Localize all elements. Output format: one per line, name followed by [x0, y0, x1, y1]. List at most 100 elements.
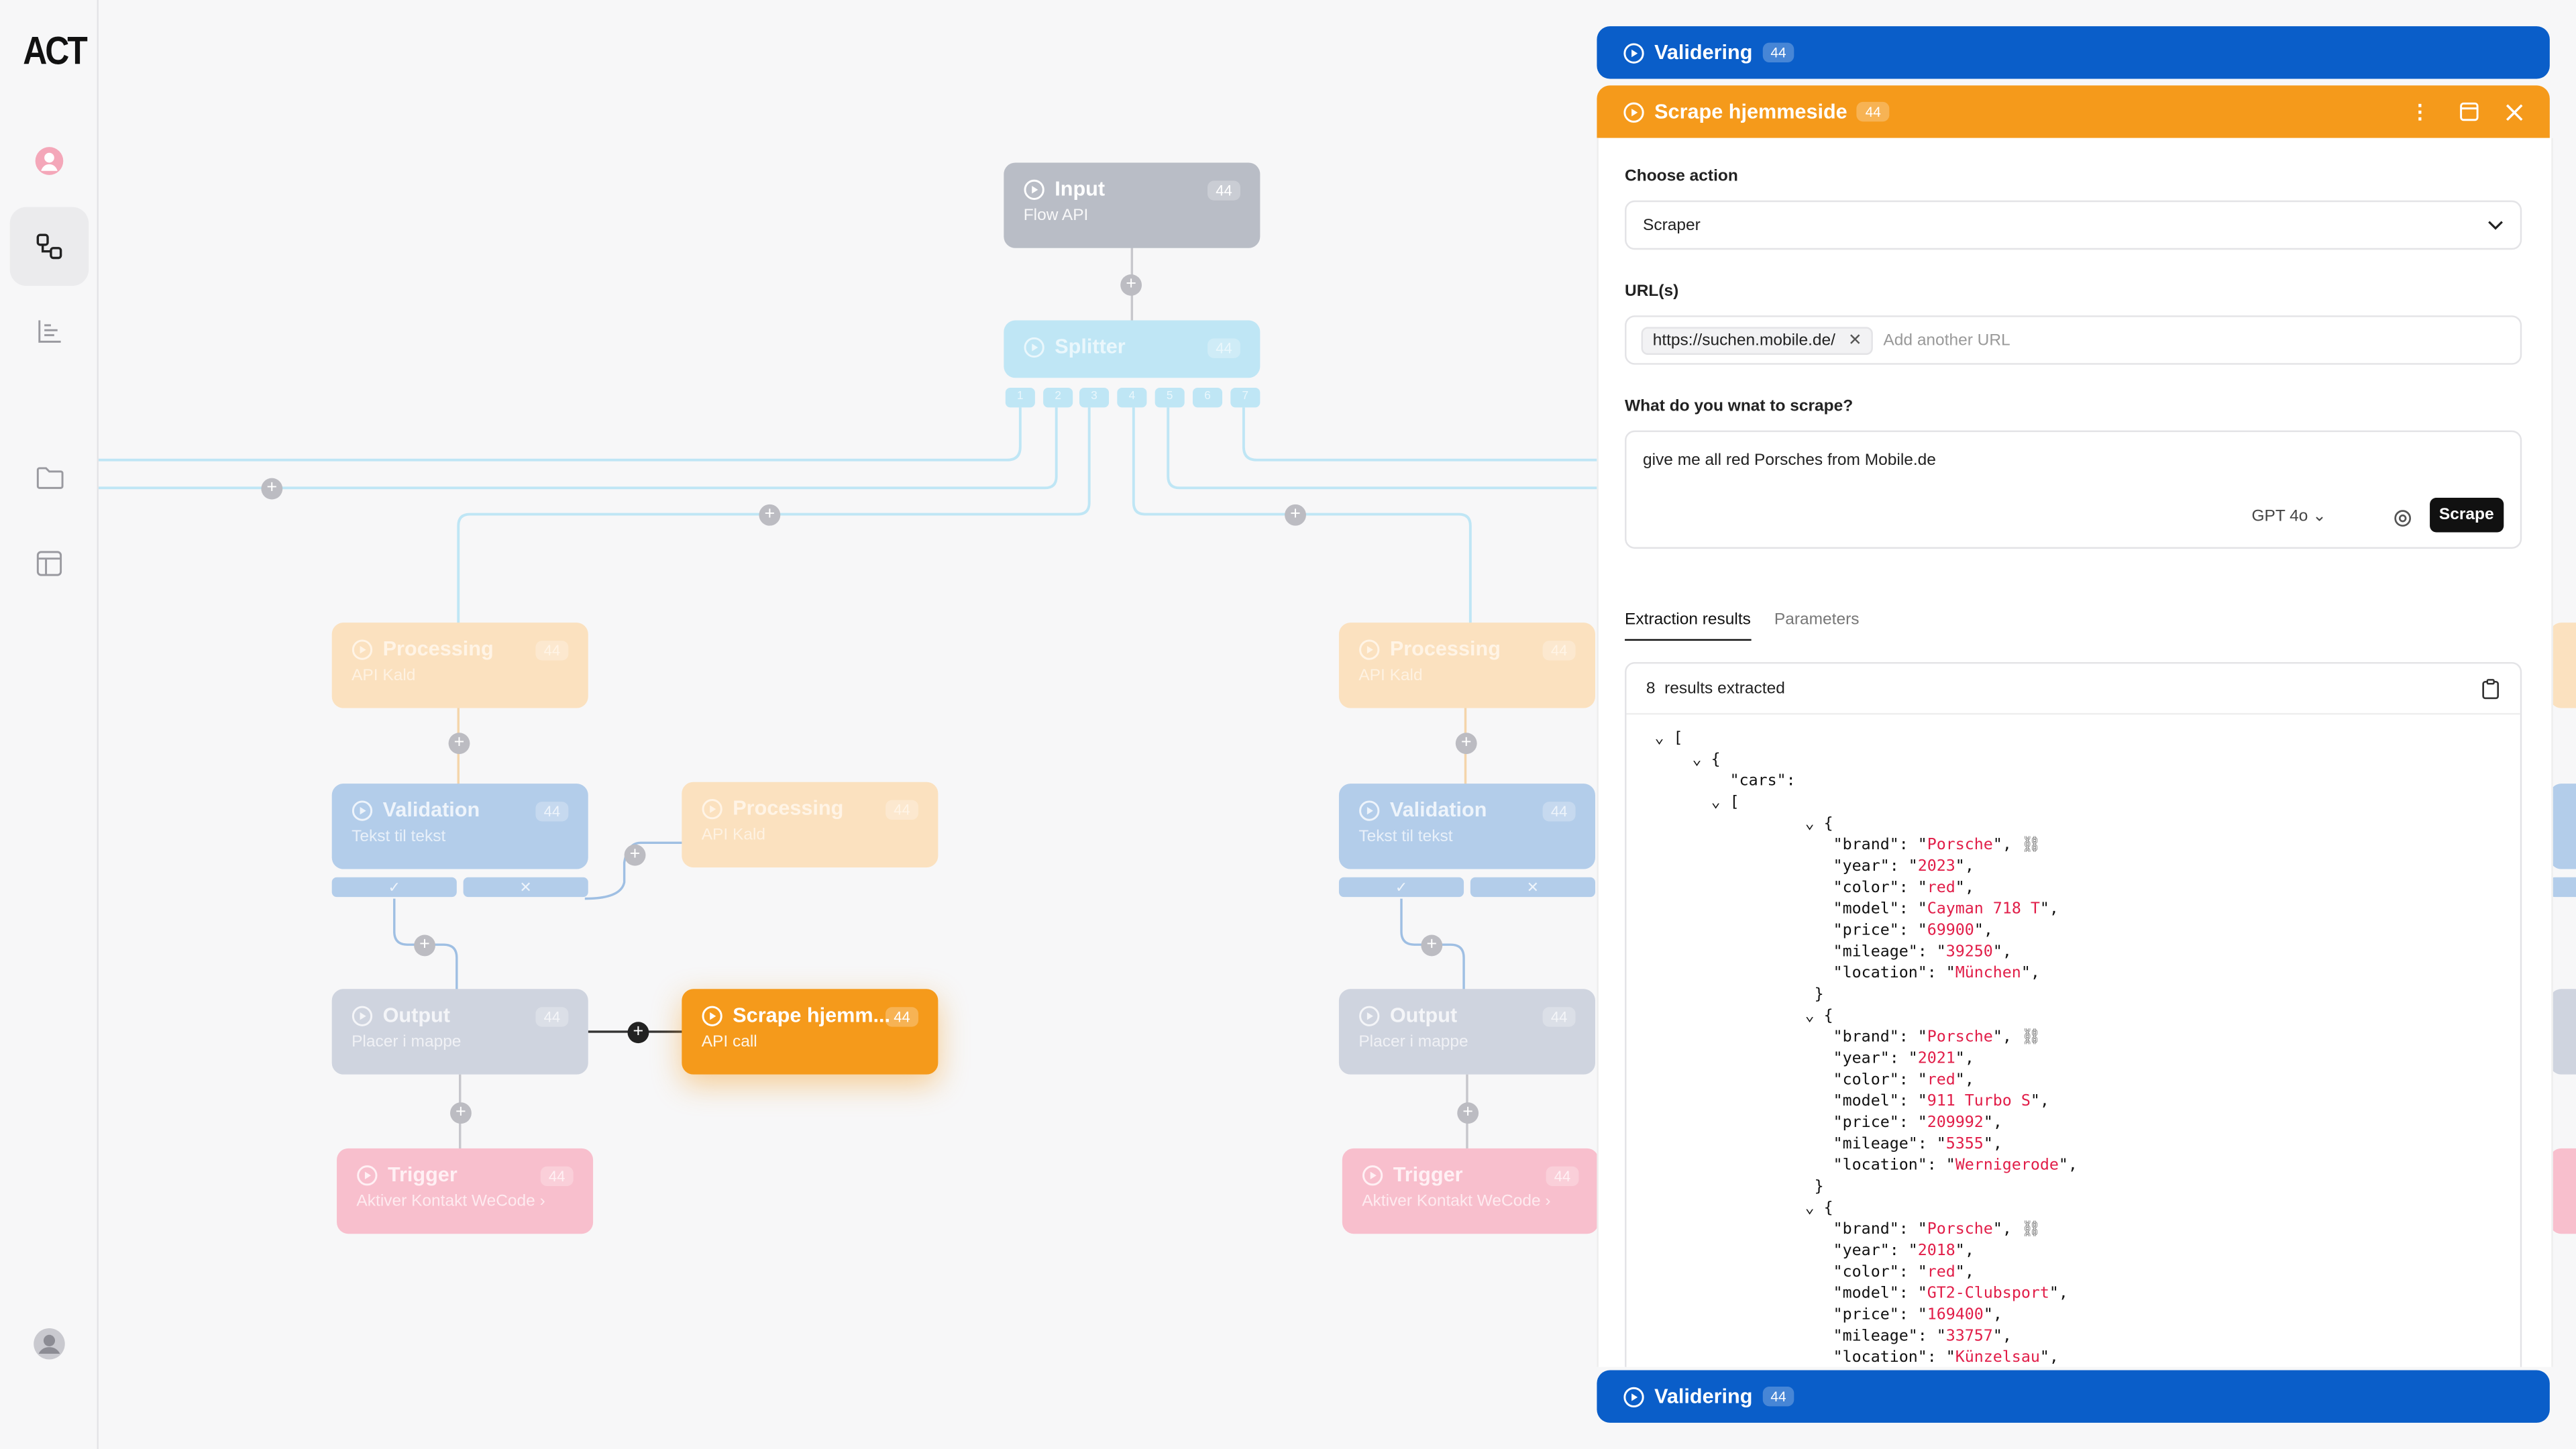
more-options-icon[interactable]: ⋮	[2410, 100, 2430, 123]
json-open-object[interactable]: ⌄ {	[1626, 751, 1721, 769]
prompt-textarea[interactable]: give me all red Porsches from Mobile.de …	[1625, 430, 2522, 549]
json-price: 209992	[1927, 1114, 1984, 1132]
splitter-port[interactable]: 5	[1155, 387, 1185, 408]
extraction-results: 8 results extracted ⌄ [ ⌄ { "cars": ⌄ [ …	[1625, 661, 2522, 1367]
validation-pass-output[interactable]: ✓	[331, 877, 457, 898]
node-offscreen[interactable]	[2549, 989, 2576, 1075]
url-input[interactable]: https://suchen.mobile.de/ ✕ Add another …	[1625, 315, 2522, 365]
close-icon[interactable]	[2506, 103, 2524, 121]
play-icon	[1024, 178, 1044, 199]
node-subtitle: Aktiver Kontakt WeCode ›	[356, 1192, 545, 1211]
app-logo[interactable]: ACT	[23, 30, 87, 74]
link-icon[interactable]: ⛓	[2021, 836, 2041, 855]
node-trigger-left[interactable]: Trigger Aktiver Kontakt WeCode › 44	[337, 1148, 594, 1234]
json-cars-array[interactable]: ⌄ [	[1626, 793, 1739, 812]
profile-avatar-icon[interactable]	[10, 1305, 89, 1384]
node-processing-left[interactable]: Processing API Kald 44	[331, 623, 588, 708]
validation-pass-output[interactable]: ✓	[1338, 877, 1464, 898]
tab-parameters[interactable]: Parameters	[1774, 611, 1860, 629]
add-node-button[interactable]: +	[414, 934, 435, 957]
link-icon[interactable]: ⛓	[2021, 1028, 2041, 1047]
flow-icon[interactable]	[9, 207, 89, 286]
json-color: red	[1927, 1071, 1955, 1089]
node-processing-right[interactable]: Processing API Kald 44	[1338, 623, 1595, 708]
node-output-left[interactable]: Output Placer i mappe 44	[331, 989, 588, 1075]
chart-icon[interactable]	[10, 292, 89, 372]
json-location: Künzelsau	[1955, 1348, 2040, 1367]
add-node-button[interactable]: +	[759, 504, 781, 526]
node-output-right[interactable]: Output Placer i mappe 44	[1338, 989, 1595, 1075]
validering-header-bottom[interactable]: Validering 44	[1597, 1370, 2550, 1423]
user-avatar-icon[interactable]	[10, 121, 89, 201]
play-icon	[1362, 1164, 1383, 1185]
node-validation-left[interactable]: Validation Tekst til tekst 44	[331, 784, 588, 869]
splitter-port[interactable]: 7	[1230, 387, 1260, 408]
remove-url-icon[interactable]: ✕	[1848, 331, 1862, 350]
splitter-port[interactable]: 1	[1005, 387, 1035, 408]
action-select[interactable]: Scraper	[1625, 200, 2522, 250]
node-offscreen[interactable]	[2549, 623, 2576, 708]
add-node-button[interactable]: +	[450, 1102, 472, 1124]
json-price: 169400	[1927, 1305, 1984, 1324]
node-badge: 44	[885, 800, 918, 820]
add-node-button[interactable]: +	[261, 478, 283, 500]
node-scrape-selected[interactable]: Scrape hjemm... API call 44	[682, 989, 938, 1075]
play-icon	[1024, 336, 1044, 357]
node-badge: 44	[1542, 641, 1576, 661]
model-selector[interactable]: GPT 4o ⌄	[2251, 507, 2326, 526]
splitter-port[interactable]: 2	[1043, 387, 1073, 408]
node-offscreen[interactable]	[2549, 877, 2576, 898]
url-chip[interactable]: https://suchen.mobile.de/ ✕	[1641, 326, 1874, 354]
node-title: Trigger	[1393, 1163, 1463, 1187]
add-node-button[interactable]: +	[1120, 274, 1142, 296]
folder-icon[interactable]	[10, 437, 89, 516]
node-input[interactable]: Input Flow API 44	[1004, 162, 1260, 248]
node-offscreen[interactable]	[2549, 784, 2576, 869]
scrape-header[interactable]: Scrape hjemmeside 44 ⋮	[1597, 85, 2550, 138]
json-mileage: 5355	[1945, 1135, 1984, 1154]
node-subtitle: API Kald	[1358, 667, 1423, 686]
json-location: Wernigerode	[1955, 1157, 2059, 1175]
node-badge: 44	[1207, 338, 1240, 358]
node-subtitle: Placer i mappe	[1358, 1033, 1468, 1052]
validation-fail-output[interactable]: ✕	[1470, 877, 1595, 898]
splitter-port[interactable]: 3	[1079, 387, 1110, 408]
json-color: red	[1927, 1263, 1955, 1282]
node-badge: 44	[535, 1007, 569, 1027]
add-node-button[interactable]: +	[1421, 934, 1443, 957]
json-key-row: "cars":	[1626, 772, 1796, 790]
json-brand: Porsche	[1927, 836, 1993, 855]
json-car-2: ⌄ { "brand": "Porsche", ⛓ "year": "2018"…	[1805, 1199, 2068, 1367]
flow-canvas[interactable]: Input Flow API 44 + Splitter 44 1 2 3 4 …	[98, 0, 2576, 1449]
splitter-port[interactable]: 6	[1192, 387, 1223, 408]
json-viewer: ⌄ [ ⌄ { "cars": ⌄ [ ⌄ { "brand": "Porsch…	[1627, 714, 2520, 1366]
add-node-button[interactable]: +	[448, 733, 470, 755]
node-subtitle: API call	[701, 1033, 757, 1052]
add-node-button[interactable]: +	[624, 844, 646, 866]
layout-icon[interactable]	[2459, 102, 2479, 121]
node-offscreen[interactable]	[2549, 1148, 2576, 1234]
link-icon[interactable]: ⛓	[2021, 1220, 2041, 1239]
add-node-button[interactable]: +	[1457, 1102, 1479, 1124]
node-title: Input	[1055, 177, 1106, 201]
table-icon[interactable]	[10, 524, 89, 603]
scrape-button[interactable]: Scrape	[2429, 498, 2504, 533]
node-splitter[interactable]: Splitter 44	[1004, 320, 1260, 378]
node-validation-right[interactable]: Validation Tekst til tekst 44	[1338, 784, 1595, 869]
node-badge: 44	[1542, 802, 1576, 822]
node-title: Processing	[733, 796, 844, 820]
json-open-array[interactable]: ⌄ [	[1626, 729, 1683, 748]
node-badge: 44	[1546, 1166, 1579, 1187]
validering-header-top[interactable]: Validering 44	[1597, 26, 2550, 79]
add-node-button[interactable]: +	[1455, 733, 1477, 755]
add-node-button[interactable]: +	[1285, 504, 1306, 526]
tab-extraction-results[interactable]: Extraction results	[1625, 611, 1751, 641]
clipboard-icon[interactable]	[2481, 678, 2500, 699]
validation-fail-output[interactable]: ✕	[463, 877, 588, 898]
node-trigger-right[interactable]: Trigger Aktiver Kontakt WeCode › 44	[1342, 1148, 1599, 1234]
settings-icon[interactable]	[2394, 509, 2412, 527]
header-title: Validering	[1654, 41, 1753, 64]
splitter-port[interactable]: 4	[1117, 387, 1147, 408]
add-node-button[interactable]: +	[627, 1022, 649, 1044]
node-processing-mid[interactable]: Processing API Kald 44	[682, 782, 938, 868]
